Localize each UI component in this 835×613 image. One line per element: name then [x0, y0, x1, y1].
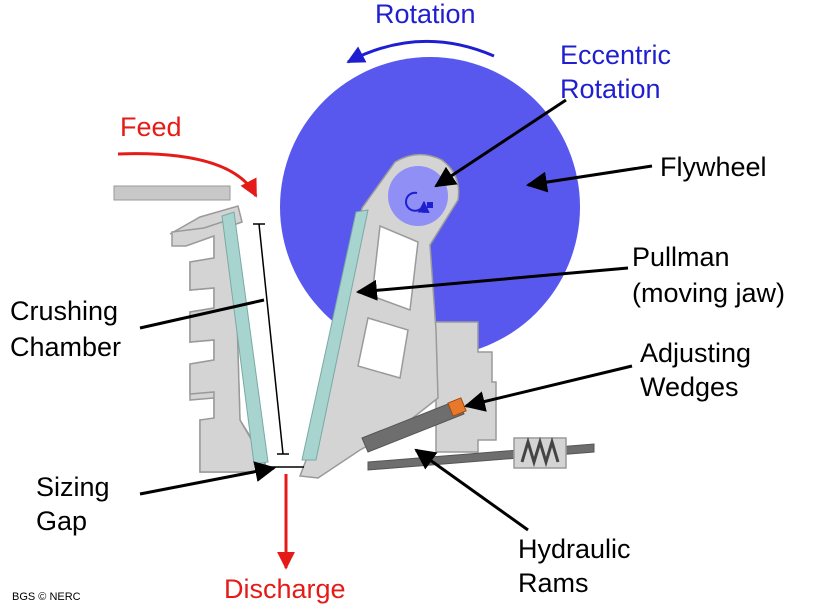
feed-label: Feed [120, 112, 182, 142]
pullman-label-line2: (moving jaw) [632, 278, 785, 308]
eccentric-circle [388, 166, 448, 226]
eccentric-rotation-label-line2: Rotation [560, 74, 661, 104]
pullman-pointer [355, 266, 629, 301]
pullman-liner [301, 209, 369, 461]
hydraulic-rams-pointer [414, 448, 529, 532]
flywheel-pointer [525, 164, 653, 193]
feed-plate [113, 185, 231, 201]
hydraulic-rams-label-line2: Rams [518, 568, 589, 598]
chamber-dimension-line [258, 223, 284, 455]
adjusting-wedges-label-line2: Wedges [640, 372, 739, 402]
sizing-gap-label-line1: Sizing [36, 472, 110, 502]
eccentric-shaft-icon [427, 202, 433, 208]
hydraulic-rams-label-line1: Hydraulic [518, 534, 631, 564]
pullman-cutout-1 [371, 224, 419, 312]
feed-arrow [117, 152, 258, 198]
adjusting-wedges-label-line1: Adjusting [640, 338, 751, 368]
pullman-cutout-2 [357, 317, 409, 379]
pullman-label-line1: Pullman [632, 242, 730, 272]
crushing-chamber-label-line2: Chamber [10, 332, 121, 362]
adjusting-wedges-pointer [463, 364, 633, 412]
eccentric-rotation-icon [405, 191, 430, 213]
hydraulic-spring [520, 436, 560, 468]
rotation-label: Rotation [375, 0, 476, 29]
eccentric-rotation-label-line1: Eccentric [560, 40, 671, 70]
wedge-rod [361, 399, 465, 453]
crushing-chamber-pointer [139, 298, 265, 330]
crushing-chamber-label-line1: Crushing [10, 296, 118, 326]
adjusting-wedge-marker [447, 397, 467, 417]
sizing-gap-pointer [139, 461, 277, 496]
discharge-label: Discharge [224, 574, 346, 604]
sizing-gap-label-line2: Gap [36, 506, 87, 536]
credit-text: BGS © NERC [12, 591, 81, 603]
rotation-arc-arrow [346, 39, 495, 64]
flywheel-label: Flywheel [660, 152, 767, 182]
eccentric-pointer [434, 98, 567, 188]
